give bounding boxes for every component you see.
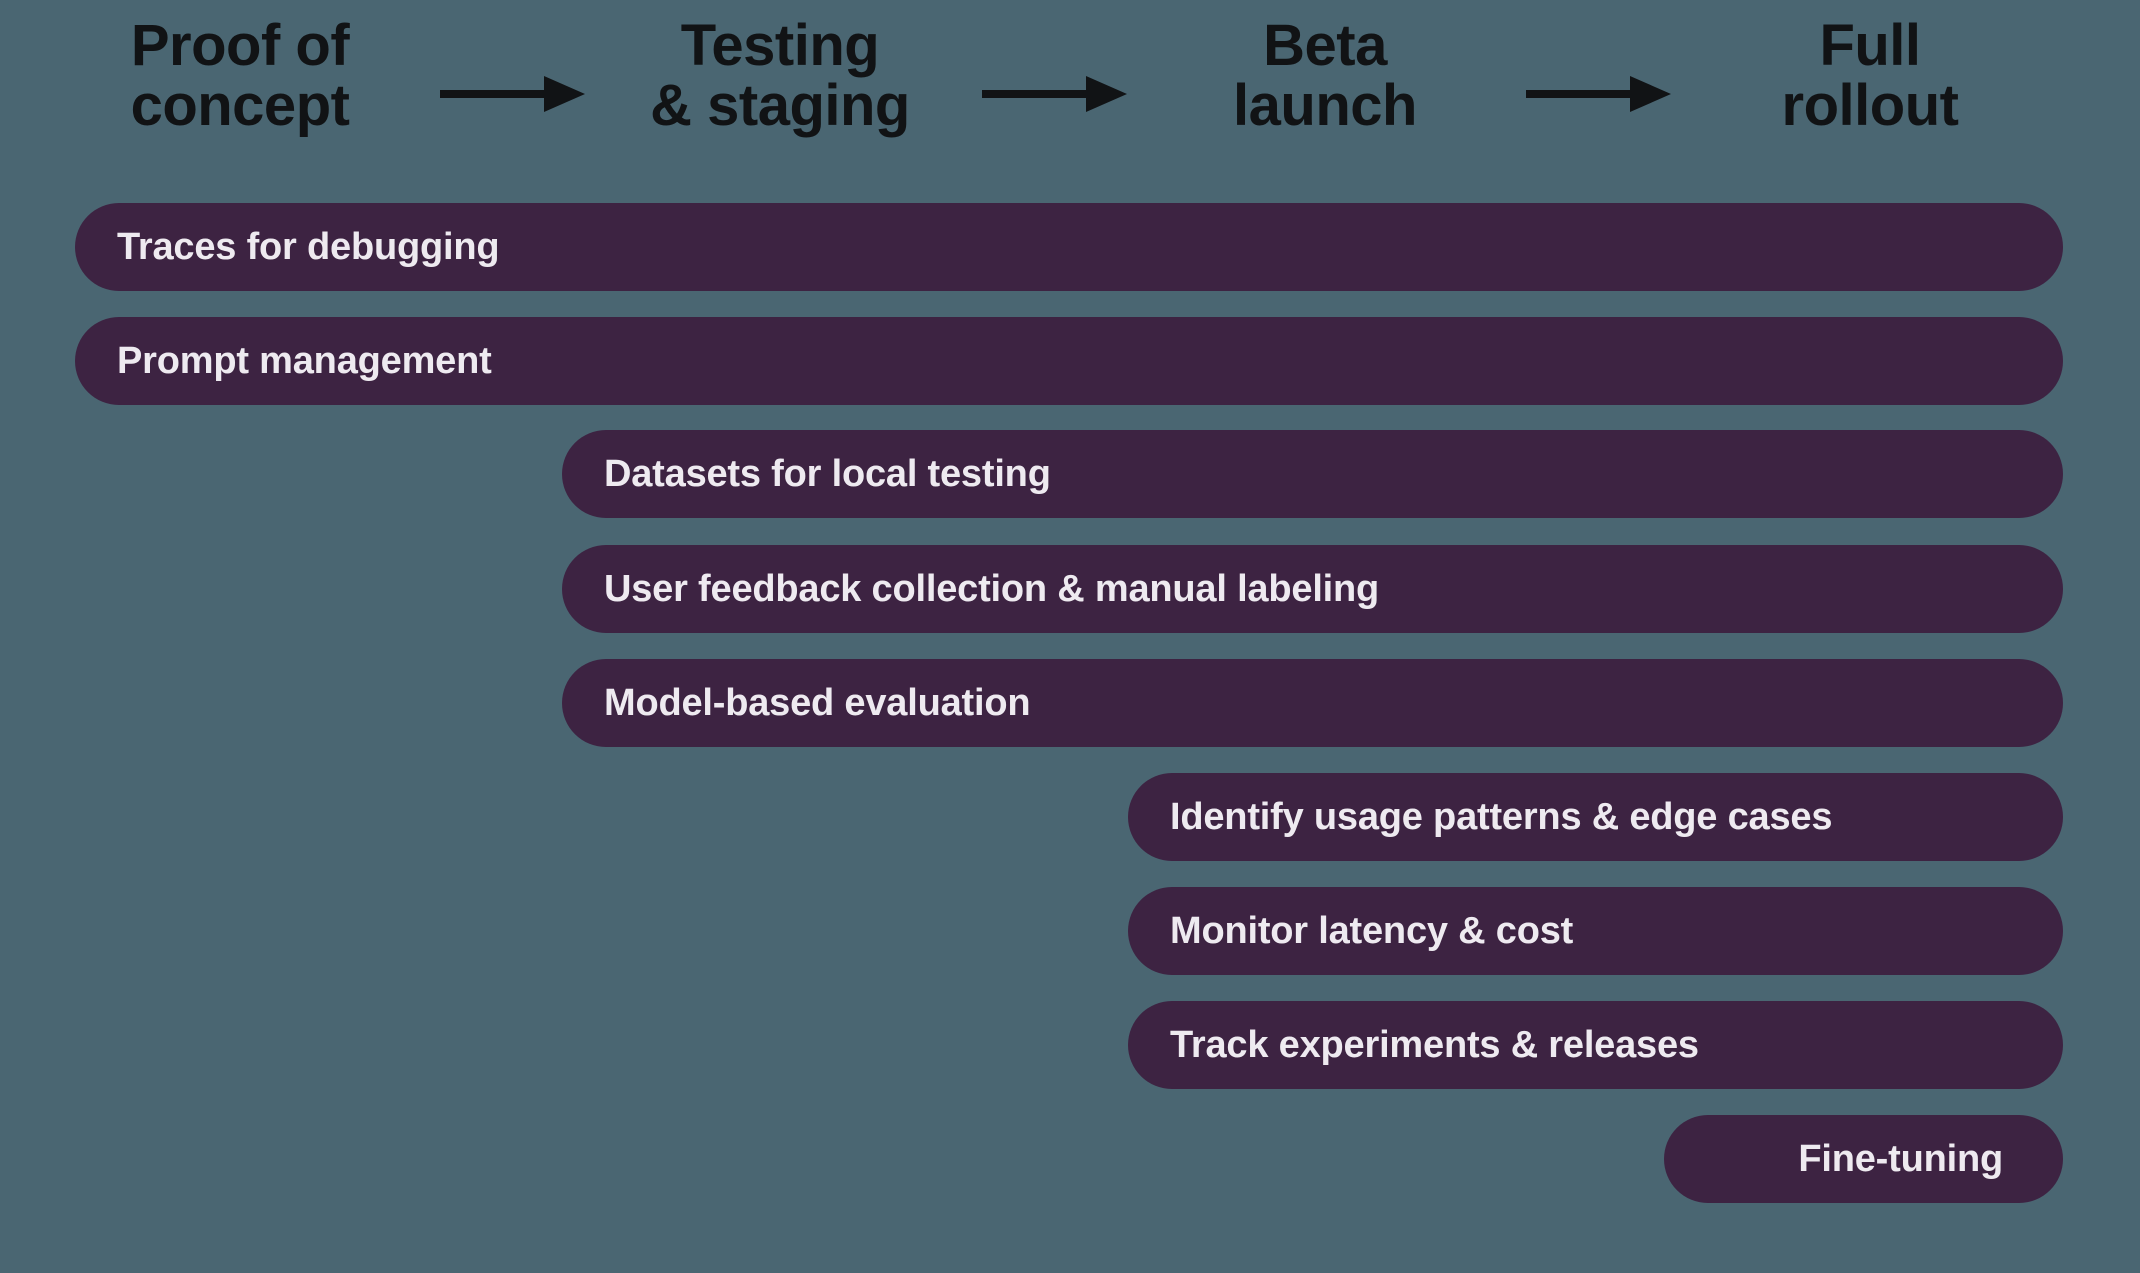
capability-label: User feedback collection & manual labeli… — [604, 567, 1380, 610]
stage-label-testing-and-staging: Testing & staging — [650, 13, 910, 138]
capability-label: Datasets for local testing — [604, 452, 1051, 495]
capability-label: Model-based evaluation — [604, 681, 1031, 724]
capability-label: Fine-tuning — [1798, 1137, 2003, 1180]
right-arrow-icon — [982, 72, 1127, 116]
capability-label: Track experiments & releases — [1170, 1023, 1699, 1066]
capability-pill-track-experiments-and-releases[interactable]: Track experiments & releases — [1128, 1001, 2063, 1089]
capability-label: Identify usage patterns & edge cases — [1170, 795, 1833, 838]
capability-label: Prompt management — [117, 339, 492, 382]
right-arrow-icon — [440, 72, 585, 116]
capability-pill-fine-tuning[interactable]: Fine-tuning — [1664, 1115, 2063, 1203]
capability-label: Traces for debugging — [117, 225, 500, 268]
stage-label-beta-launch: Beta launch — [1233, 13, 1417, 138]
capability-pill-identify-usage-patterns[interactable]: Identify usage patterns & edge cases — [1128, 773, 2063, 861]
capability-pill-model-based-evaluation[interactable]: Model-based evaluation — [562, 659, 2063, 747]
capability-pill-prompt-management[interactable]: Prompt management — [75, 317, 2063, 405]
capability-pill-user-feedback-collection[interactable]: User feedback collection & manual labeli… — [562, 545, 2063, 633]
stage-label-full-rollout: Full rollout — [1781, 13, 1959, 138]
stage-label-proof-of-concept: Proof of concept — [130, 13, 350, 138]
capability-pill-monitor-latency-and-cost[interactable]: Monitor latency & cost — [1128, 887, 2063, 975]
capability-pill-datasets-for-local-testing[interactable]: Datasets for local testing — [562, 430, 2063, 518]
capability-pill-traces-for-debugging[interactable]: Traces for debugging — [75, 203, 2063, 291]
right-arrow-icon — [1526, 72, 1671, 116]
capability-label: Monitor latency & cost — [1170, 909, 1574, 952]
